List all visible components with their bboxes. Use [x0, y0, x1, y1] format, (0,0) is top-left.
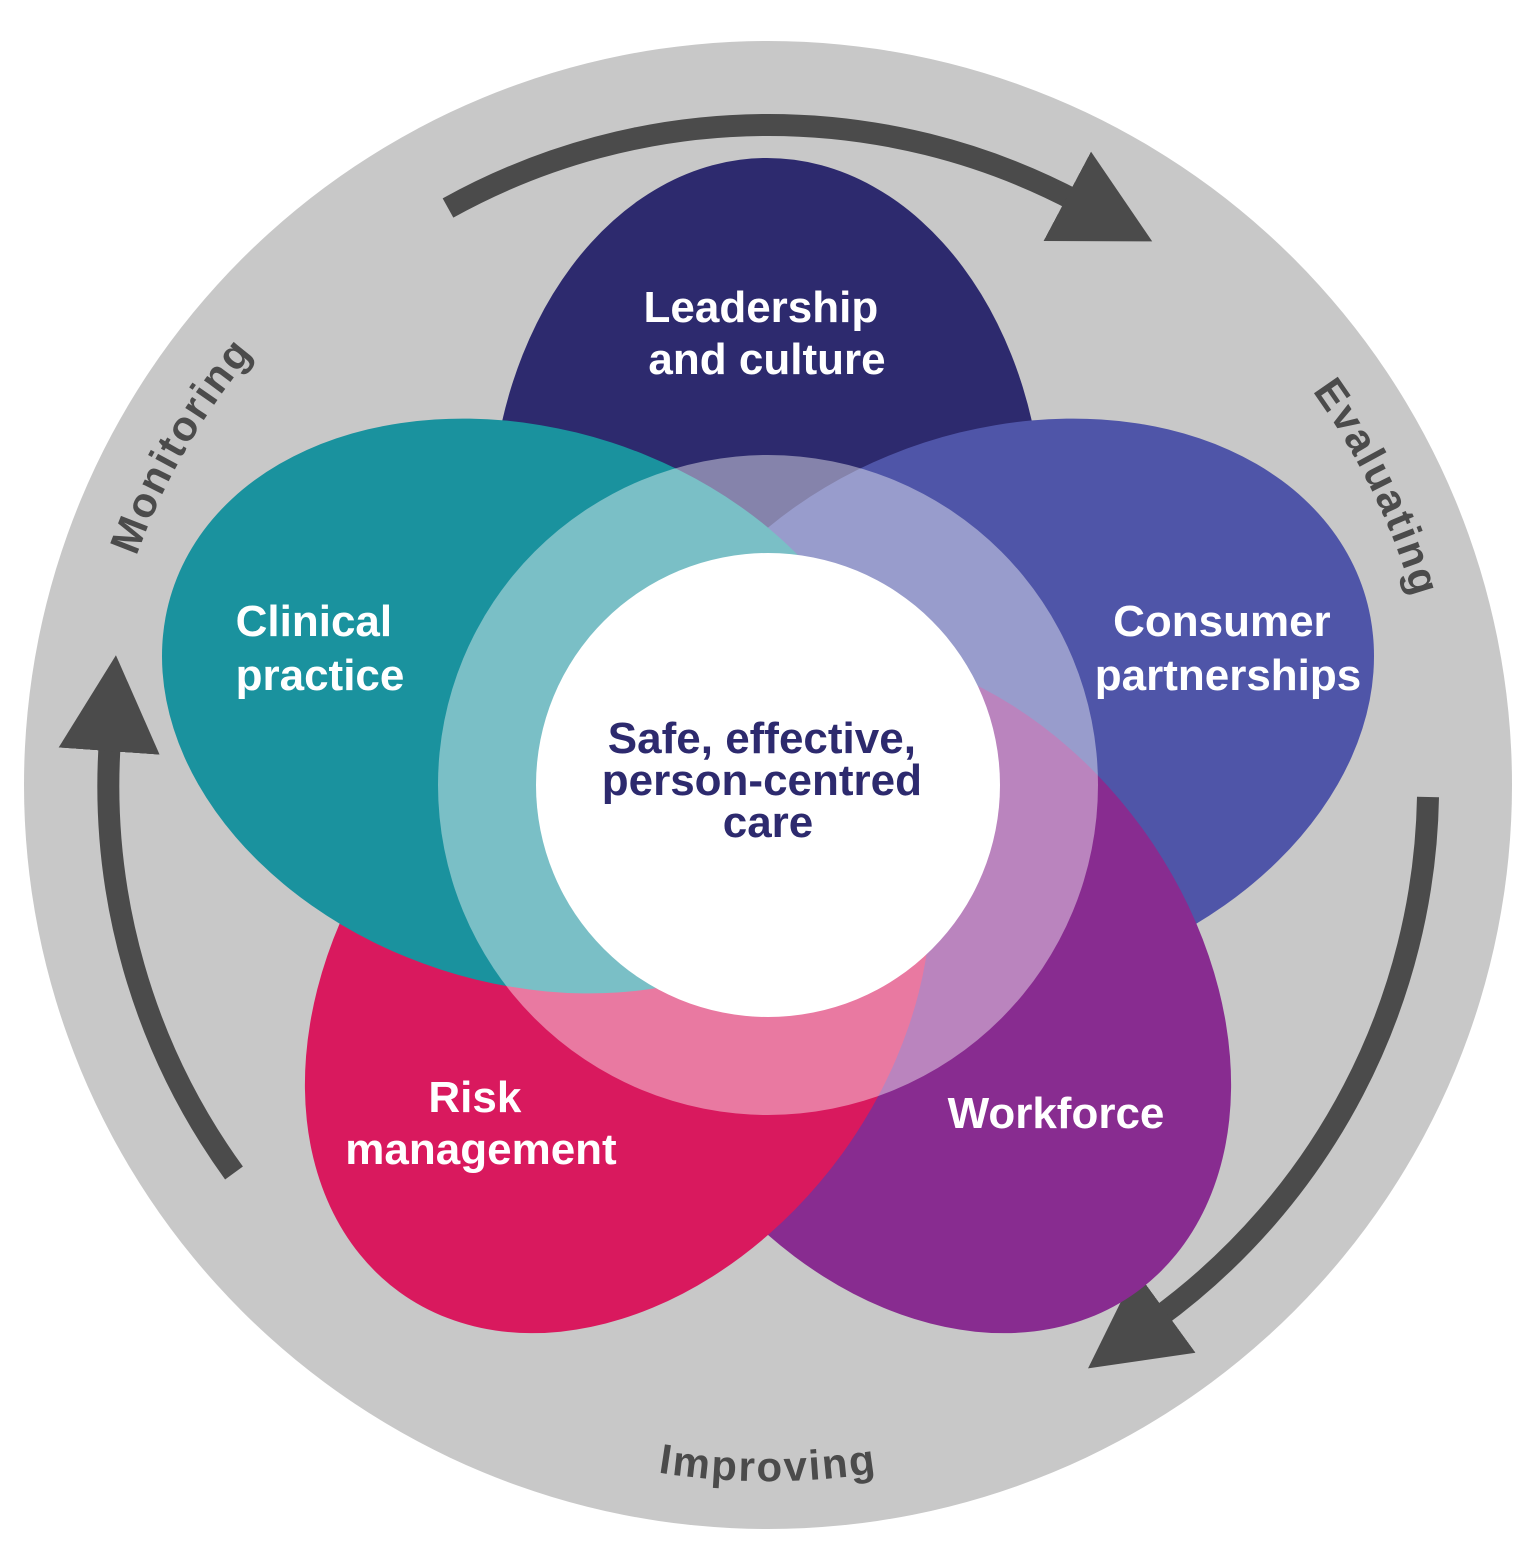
petal-label-clinical: Clinical practice [236, 597, 405, 700]
clockwise-arrow-top-icon [442, 113, 1153, 242]
clockwise-arrow-right-icon [1088, 796, 1439, 1369]
center-circle [536, 553, 1000, 1017]
petal-label-leadership: Leadership and culture [644, 283, 891, 384]
petal-label-workforce: Workforce [948, 1089, 1165, 1138]
clockwise-arrow-left-icon [58, 655, 243, 1180]
petal-label-consumer: Consumer partnerships [1095, 597, 1362, 700]
petal-label-risk: Risk management [345, 1073, 617, 1174]
cycle-label-improving: Improving [657, 1435, 880, 1490]
center-label: Safe, effective, person-centred care [602, 714, 935, 847]
